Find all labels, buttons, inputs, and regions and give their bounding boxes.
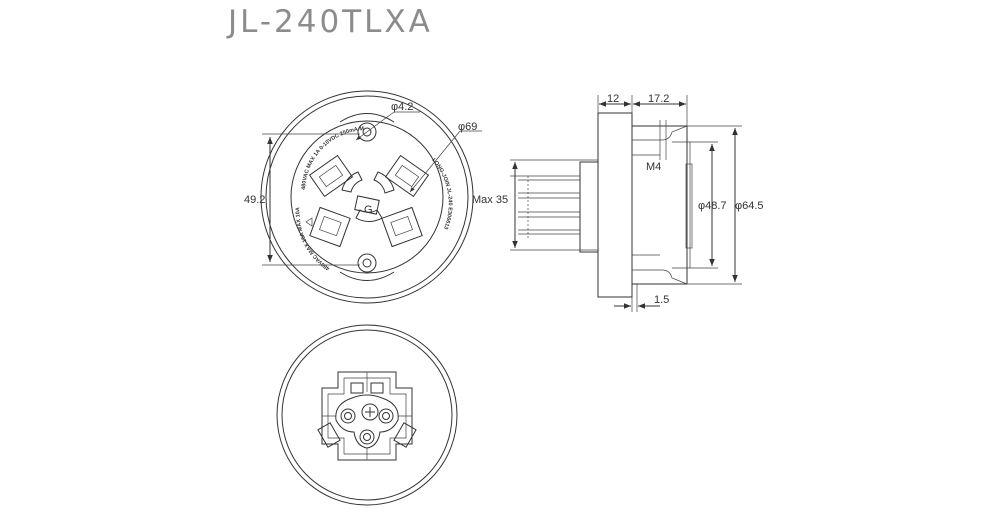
- slot-label: G: [364, 204, 373, 216]
- dim-body-depth: 17.2: [648, 93, 669, 105]
- slot-top-left: [308, 154, 354, 198]
- svg-text:LONG-JOIN JL-240 E306613: LONG-JOIN JL-240 E306613: [430, 157, 452, 230]
- dim-body-dia: φ64.5: [735, 200, 764, 212]
- contact-arc-left: [341, 171, 363, 193]
- lead-wires: [510, 159, 598, 251]
- slot-bottom-right: [381, 206, 423, 248]
- contact-arc-right: [373, 171, 395, 194]
- outer-circle-inner: [265, 95, 469, 299]
- mount-hole-top: [357, 122, 377, 142]
- dim-lip: 1.5: [654, 294, 669, 306]
- ring-text-right: LONG-JOIN JL-240 E306613: [430, 157, 452, 230]
- center-key: [354, 195, 380, 215]
- slot-bottom-left: [309, 206, 351, 248]
- dim-inner-dia: φ48.7: [698, 200, 727, 212]
- dim-thread: M4: [646, 161, 661, 173]
- face-circle: [290, 120, 444, 274]
- front-view: G 480VAC MAX 1A 0-10VDC 250mA MAX 480VAC…: [0, 0, 482, 304]
- ring-text-top: 480VAC MAX 1A 0-10VDC 250mA MAX: [0, 0, 365, 190]
- outer-circle: [260, 90, 474, 304]
- dim-flange-thickness: 12: [607, 93, 619, 105]
- svg-text:480VAC MAX 1A 0-10VDC 250mA MA: 480VAC MAX 1A 0-10VDC 250mA MAX: [0, 0, 365, 190]
- center-screw: [361, 403, 379, 421]
- flange: [597, 112, 633, 298]
- page-title: JL-240TLXA: [228, 4, 433, 40]
- mount-hole-bottom: [357, 253, 377, 273]
- body: [631, 125, 688, 285]
- side-view: Max 35 12 17.2 M4 φ48.7 φ64.5 1.5: [472, 93, 764, 312]
- dim-lead-length: Max 35: [472, 194, 508, 206]
- rear-hub: [321, 371, 413, 461]
- rear-outer-circle-inner: [281, 329, 453, 501]
- terminal-plate: [335, 394, 399, 449]
- slot-top-right: [384, 154, 430, 198]
- rear-outer-circle: [276, 324, 458, 506]
- rear-view: [276, 324, 458, 506]
- dim-hole-spacing: 49.2: [244, 194, 265, 206]
- dim-hole-dia: φ4.2: [391, 101, 413, 113]
- dim-outer-dia: φ69: [458, 121, 477, 133]
